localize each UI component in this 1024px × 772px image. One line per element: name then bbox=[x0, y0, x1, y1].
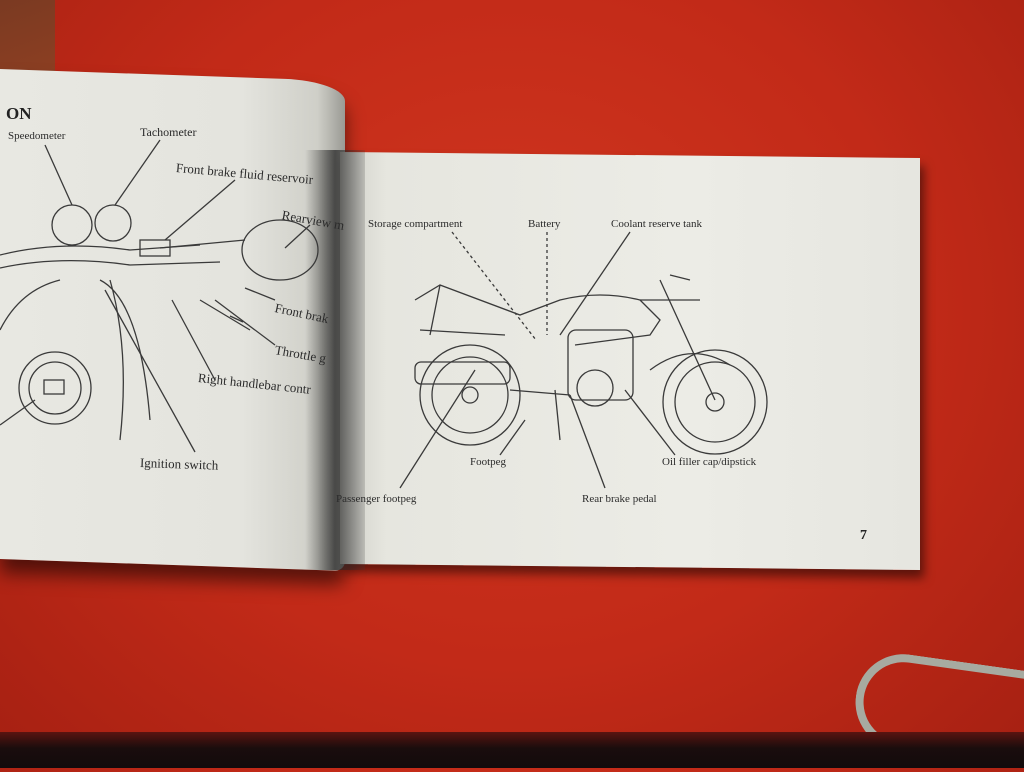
label-passenger-footpeg: Passenger footpeg bbox=[336, 493, 417, 505]
label-battery: Battery bbox=[528, 218, 561, 230]
label-footpeg: Footpeg bbox=[470, 456, 507, 468]
label-coolant-reserve-tank: Coolant reserve tank bbox=[611, 218, 703, 230]
label-ignition-switch: Ignition switch bbox=[139, 455, 219, 473]
section-title: ON bbox=[6, 104, 32, 123]
page-number: 7 bbox=[860, 528, 867, 543]
label-rear-brake-pedal: Rear brake pedal bbox=[582, 493, 657, 505]
right-page bbox=[340, 151, 920, 571]
label-storage-compartment: Storage compartment bbox=[368, 218, 463, 230]
table-corner bbox=[0, 0, 55, 80]
label-oil-filler-cap: Oil filler cap/dipstick bbox=[662, 456, 757, 468]
label-speedometer: Speedometer bbox=[8, 130, 66, 142]
label-tachometer: Tachometer bbox=[140, 125, 197, 139]
table-edge-shadow bbox=[0, 732, 1024, 768]
